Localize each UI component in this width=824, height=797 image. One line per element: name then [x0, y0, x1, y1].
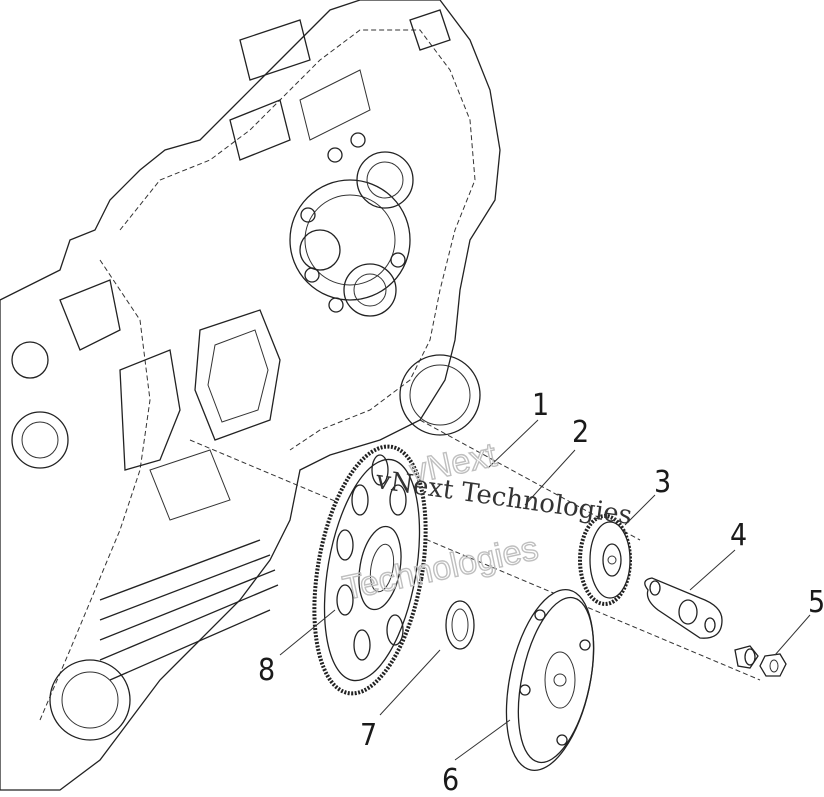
callout-4: 4 [730, 518, 747, 553]
callout-2: 2 [572, 415, 589, 450]
part-3-small-gear [578, 514, 632, 606]
part-8-large-gear [312, 444, 428, 696]
callout-5: 5 [808, 585, 824, 620]
callout-6: 6 [442, 763, 459, 797]
crankcase-housing [0, 0, 501, 791]
callout-8: 8 [258, 653, 275, 688]
part-5-bolt-nut [734, 645, 787, 677]
callout-7: 7 [360, 718, 377, 753]
part-7-washer [445, 600, 475, 650]
part-6-clutch-housing [505, 588, 595, 772]
callout-3: 3 [654, 465, 671, 500]
part-4-bracket-plate [644, 577, 723, 639]
callout-leaders [279, 419, 811, 761]
callout-labels: 1 2 3 4 5 6 7 8 [258, 388, 824, 797]
callout-1: 1 [532, 388, 549, 423]
